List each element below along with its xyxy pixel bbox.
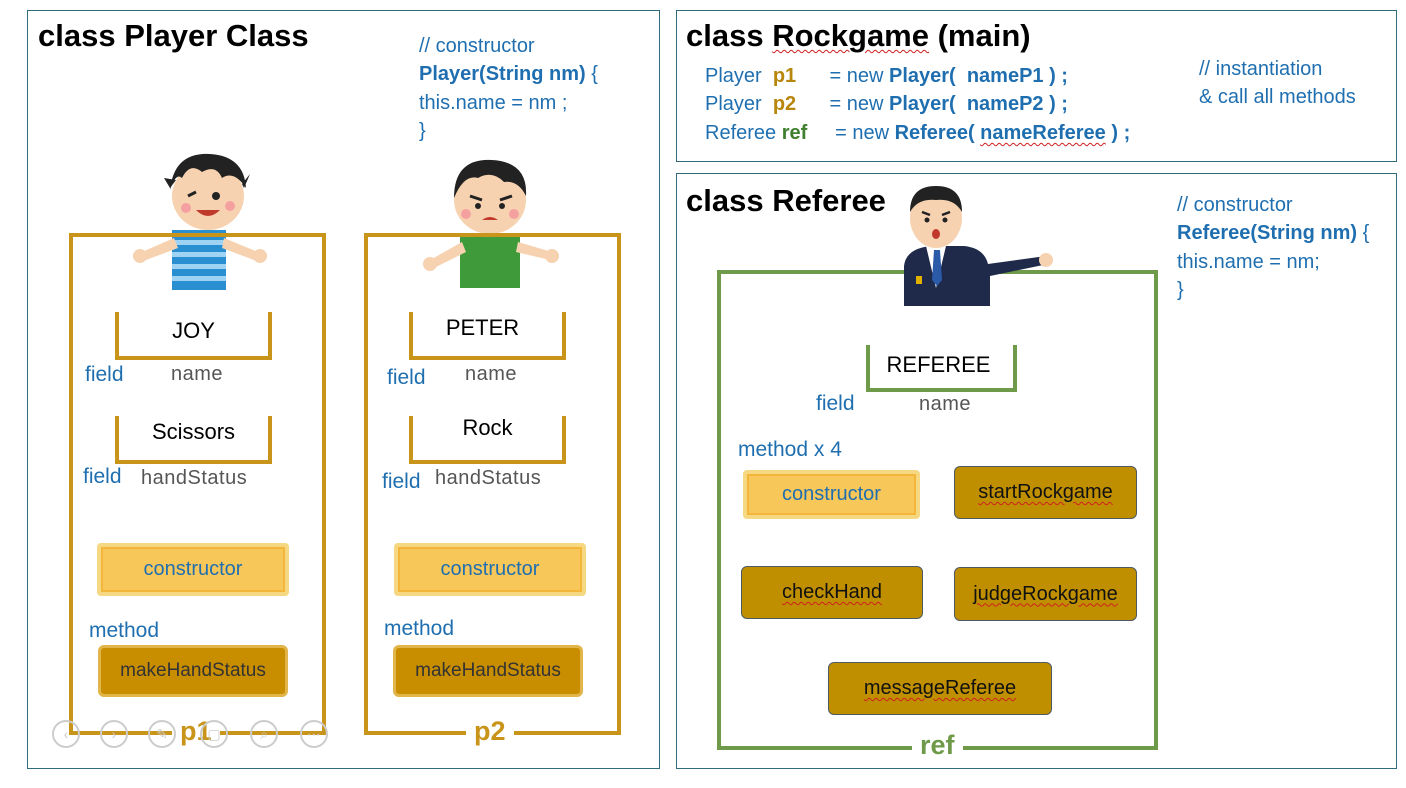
p1-name-slot [115,312,272,360]
p2-make-hand-status-button[interactable]: makeHandStatus [393,645,583,697]
check-hand-button[interactable]: checkHand [741,566,923,619]
line1-arg: nameP1 ) ; [955,65,1068,87]
p1-constructor-button[interactable]: constructor [97,543,289,596]
referee-method-count: method x 4 [738,438,842,461]
p2-name-field-name: name [465,363,518,385]
p2-hand-field-name: handStatus [435,467,542,489]
player-constructor-body: this.name = nm ; [419,92,568,114]
line2-var: p2 [772,93,797,115]
start-rockgame-button[interactable]: startRockgame [954,466,1137,519]
line3-ctor: Referee( [894,122,975,144]
p2-hand-value: Rock [462,415,513,440]
player-constructor-close: } [419,120,426,142]
judge-rockgame-label: judgeRockgame [973,582,1118,605]
line3-type: Referee [705,122,782,144]
p1-hand-value: Scissors [151,419,236,444]
player-class-title: class Player Class [38,18,309,53]
previous-icon[interactable]: ‹ [52,720,80,748]
slides-icon[interactable]: ▢ [200,720,228,748]
referee-title: class Referee [686,183,886,218]
referee-name-slot [866,345,1017,392]
line1-ctor: Player( [888,65,956,87]
p2-constructor-button[interactable]: constructor [394,543,586,596]
player-constructor-brace: { [585,63,598,85]
rockgame-line-p1: Player p1 = new Player( nameP1 ) ; [705,65,1068,88]
p1-name-value: JOY [172,318,215,343]
rockgame-comment-1: // instantiation [1199,58,1323,80]
p1-make-hand-status-button[interactable]: makeHandStatus [98,645,288,697]
referee-constructor-close: } [1177,279,1184,301]
p2-method-label: method [384,617,455,640]
p2-hand-slot [409,416,566,464]
p2-label: p2 [466,716,514,747]
referee-constructor-button[interactable]: constructor [743,470,920,519]
p1-method-label: method [89,619,160,642]
pen-icon[interactable]: ✎ [148,720,176,748]
p2-name-slot [409,312,566,360]
line3-close: ) ; [1105,122,1131,144]
line3-var: ref [781,122,808,144]
p1-hand-field-label: field [83,465,122,488]
line1-assign: = new [796,65,889,87]
player-constructor-sig-text: Player(String nm) [419,63,586,85]
start-rockgame-label: startRockgame [978,481,1113,503]
p1-hand-field-name: handStatus [141,467,248,489]
referee-field-label: field [816,392,855,415]
line3-arg: nameReferee [980,122,1106,144]
referee-panel [676,173,1397,769]
ref-label: ref [912,730,963,761]
player-class-panel [27,10,660,769]
line2-type: Player [705,93,768,115]
referee-illustration [904,186,1053,306]
p1-name-field-label: field [85,363,124,386]
p2-hand-field-label: field [382,470,421,493]
rockgame-title: class Rockgame (main) [686,18,1031,54]
rockgame-panel [676,10,1397,162]
referee-constructor-sig-text: Referee(String nm) [1177,222,1358,244]
rockgame-title-class: class [686,18,773,53]
referee-constructor-comment: // constructor [1177,194,1293,216]
referee-constructor-brace: { [1357,222,1370,244]
referee-name-field: name [919,393,972,415]
rockgame-line-p2: Player p2 = new Player( nameP2 ) ; [705,93,1068,116]
check-hand-label: checkHand [781,581,883,603]
zoom-icon[interactable]: ⌕ [250,720,278,748]
line2-assign: = new [796,93,889,115]
referee-constructor-body: this.name = nm; [1177,251,1320,273]
player-constructor-comment: // constructor [419,35,535,57]
p1-name-field-name: name [171,363,224,385]
rockgame-title-name: Rockgame [772,18,929,53]
next-icon[interactable]: › [100,720,128,748]
player-constructor-signature: Player(String nm) { [419,63,598,86]
rockgame-title-suffix: (main) [929,18,1031,53]
line3-assign: = new [807,122,895,144]
boy-player-peter-illustration [423,159,559,288]
rockgame-line-ref: Referee ref = new Referee( nameReferee )… [705,122,1130,145]
more-options-icon[interactable]: ⋯ [300,720,328,748]
line1-var: p1 [772,65,797,87]
line2-ctor: Player( [888,93,956,115]
message-referee-button[interactable]: messageReferee [828,662,1052,715]
message-referee-label: messageReferee [863,677,1017,699]
p2-name-value: PETER [445,315,520,340]
referee-name-value: REFEREE [886,352,991,377]
boy-player-joy-illustration [133,153,267,290]
rockgame-comment-2: & call all methods [1199,86,1356,108]
line1-type: Player [705,65,768,87]
p1-hand-slot [115,416,272,464]
referee-constructor-signature: Referee(String nm) { [1177,222,1369,245]
p2-name-field-label: field [387,366,426,389]
judge-rockgame-button[interactable]: judgeRockgame [954,567,1137,621]
line2-arg: nameP2 ) ; [955,93,1068,115]
